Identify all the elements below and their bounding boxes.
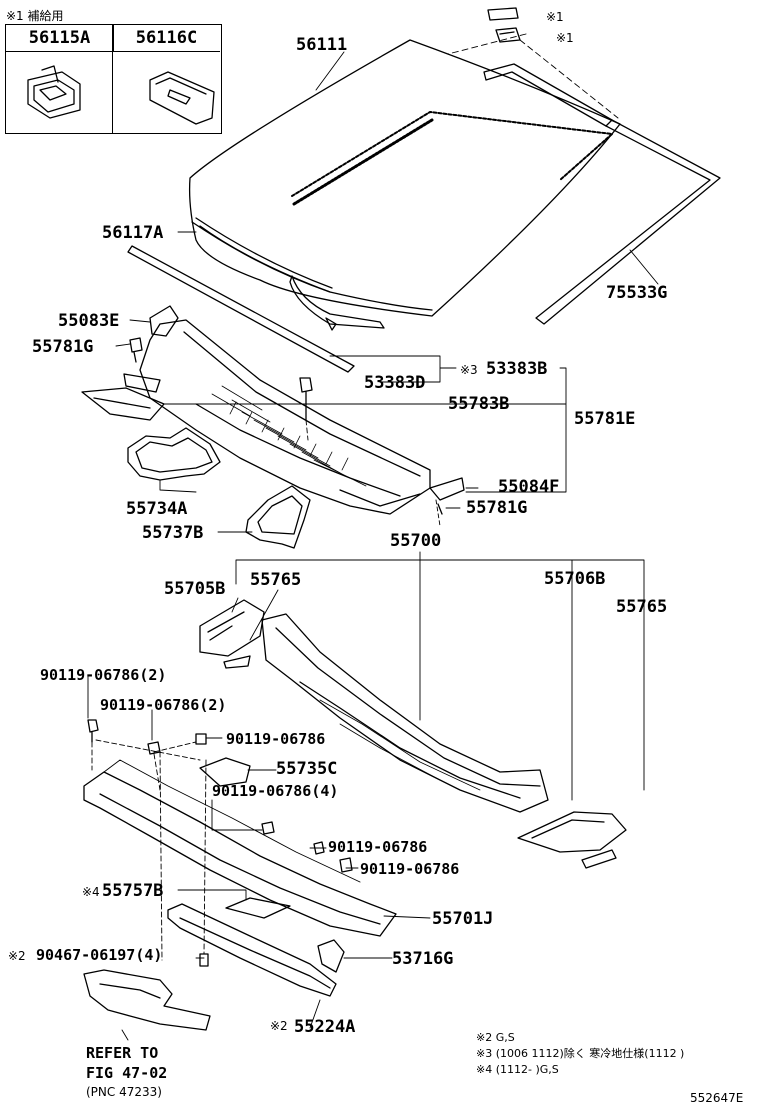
supply-part-56116c: 56116C — [113, 25, 220, 52]
seal-55783b — [81, 387, 165, 421]
label-55083e: 55083E — [58, 311, 120, 331]
screw-55781g — [129, 337, 143, 363]
footnote-3: ※3 (1006 1112)除く 寒冷地仕様(1112 ) — [476, 1047, 685, 1060]
supply-parts-box: 56115A 56116C — [5, 24, 222, 134]
mark-2a: ※2 — [8, 949, 26, 963]
windshield-glass — [188, 39, 621, 317]
seal-55734a — [127, 427, 221, 481]
mark-1b: ※1 — [556, 31, 574, 45]
refer-line-1: REFER TO — [86, 1044, 159, 1062]
refer-line-3: (PNC 47233) — [86, 1085, 162, 1099]
label-55700: 55700 — [390, 531, 442, 551]
label-bolt-2: 90119-06786(2) — [100, 696, 227, 714]
drawing-id: 552647E — [690, 1091, 744, 1105]
supply-part-56115a: 56115A — [6, 25, 114, 52]
label-90467: 90467-06197(4) — [36, 946, 163, 964]
leader-lines — [87, 51, 659, 1041]
label-56111: 56111 — [296, 35, 348, 55]
label-53383b: 53383B — [486, 359, 548, 379]
bracket-55705b — [199, 599, 265, 657]
clip-top-2 — [495, 27, 521, 43]
label-53716g: 53716G — [392, 949, 454, 969]
label-55734a: 55734A — [126, 499, 188, 519]
label-bolt-4: 90119-06786(4) — [212, 782, 339, 800]
lower-cowl-55701j — [83, 759, 397, 937]
label-55757b: 55757B — [102, 881, 164, 901]
lower-panel-55224a — [167, 903, 337, 997]
clip-56116c-drawing — [149, 71, 215, 125]
mark-3: ※3 — [460, 363, 478, 377]
label-55781g-a: 55781G — [32, 337, 94, 357]
label-56117a: 56117A — [102, 223, 164, 243]
bracket-55084f — [429, 477, 465, 501]
label-bolt-6: 90119-06786 — [360, 860, 460, 878]
mark-1a: ※1 — [546, 10, 564, 24]
label-bolt-3: 90119-06786 — [226, 730, 326, 748]
label-55737b: 55737B — [142, 523, 204, 543]
bolt-group — [87, 719, 353, 967]
windshield-molding — [483, 63, 721, 325]
label-bolt-5: 90119-06786 — [328, 838, 428, 856]
label-bolt-1: 90119-06786(2) — [40, 666, 167, 684]
footnote-4: ※4 (1112- )G,S — [476, 1063, 559, 1076]
cowl-top-panel — [139, 319, 431, 515]
label-55783b: 55783B — [448, 394, 510, 414]
label-55701j: 55701J — [432, 909, 494, 929]
label-75533g: 75533G — [606, 283, 668, 303]
bracket-55083e — [149, 305, 179, 337]
clip-top-1 — [487, 7, 519, 21]
clip-56115a-drawing — [27, 65, 81, 119]
label-55735c: 55735C — [276, 759, 338, 779]
weatherstrip-56117a — [191, 217, 333, 293]
mark-2b: ※2 — [270, 1019, 288, 1033]
seal-55737b — [245, 485, 311, 549]
pad-55757b — [225, 897, 291, 919]
footnote-2: ※2 G,S — [476, 1031, 515, 1044]
label-55765-b: 55765 — [616, 597, 668, 617]
refer-line-2: FIG 47-02 — [86, 1064, 168, 1082]
mark-4: ※4 — [82, 885, 100, 899]
label-55781e: 55781E — [574, 409, 636, 429]
supply-box-divider — [112, 24, 113, 134]
bracket-55735c — [199, 757, 251, 787]
label-55765-a: 55765 — [250, 570, 302, 590]
label-53383d: 53383D — [364, 373, 426, 393]
bracket-53716g — [317, 939, 345, 973]
label-55706b: 55706B — [544, 569, 606, 589]
label-55781g-b: 55781G — [466, 498, 528, 518]
bracket-55706b — [517, 811, 627, 853]
label-55084f: 55084F — [498, 477, 560, 497]
label-55224a: 55224A — [294, 1017, 356, 1037]
cowl-panel-55700 — [261, 613, 549, 813]
label-55705b: 55705B — [164, 579, 226, 599]
bracket-refer — [83, 969, 211, 1031]
supply-note: ※1 補給用 — [6, 9, 64, 23]
